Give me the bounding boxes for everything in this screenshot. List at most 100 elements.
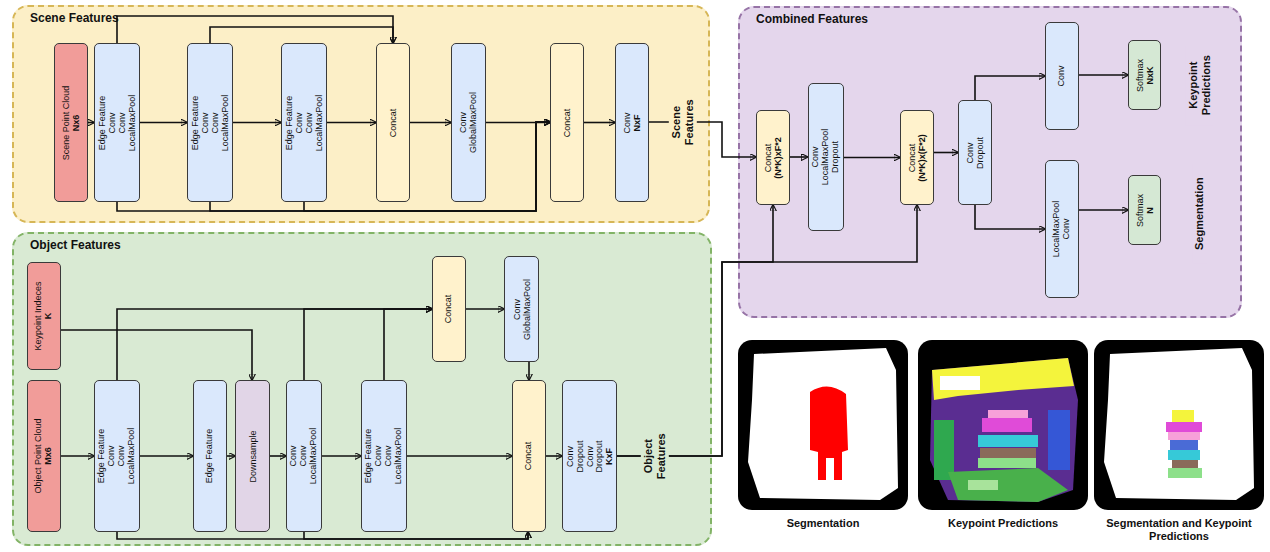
flow-arrow — [934, 152, 958, 154]
flow-arrow — [61, 455, 94, 457]
layer-label: Conv — [117, 446, 127, 467]
flow-arrow — [1079, 209, 1128, 211]
flow-arrow — [327, 122, 376, 124]
layer-label: Conv — [585, 446, 595, 467]
flow-arrow — [117, 532, 528, 539]
keypoint-region — [982, 418, 1032, 432]
layer-box: Edge FeatureConvConvLocalMaxPool — [94, 380, 140, 532]
layer-label: Dropout — [594, 440, 604, 472]
flow-arrow — [410, 122, 451, 124]
layer-box: Edge Feature — [193, 380, 227, 532]
layer-label: Nx6 — [71, 114, 81, 131]
layer-label: GlobalMaxPool — [469, 92, 479, 153]
rotated-text: ConvNxF — [616, 44, 648, 201]
rotated-text: Concat — [513, 381, 545, 531]
flow-arrow — [88, 122, 94, 124]
layer-label: Softmax — [1135, 59, 1145, 92]
layer-box: LocalMaxPoolConv — [1045, 160, 1079, 298]
keypoint-region — [968, 480, 998, 490]
flow-arrow — [304, 122, 550, 211]
layer-box: Conv — [1045, 22, 1079, 130]
output-label: Object Features — [641, 424, 669, 488]
keypoint-region — [980, 448, 1036, 458]
layer-label: (N*K)x(F*2) — [917, 134, 927, 182]
flow-arrow — [140, 122, 187, 124]
layer-label: Conv — [565, 446, 575, 467]
flow-arrow — [140, 455, 193, 457]
layer-label: Edge Feature — [97, 95, 107, 150]
layer-label: Conv — [622, 112, 632, 133]
flow-arrow — [210, 122, 550, 211]
layer-label: Dropout — [975, 136, 985, 168]
layer-box: Concat — [432, 256, 466, 362]
flow-arrow — [975, 76, 1045, 100]
rotated-text: Concat — [433, 257, 465, 361]
rotated-text: Concat(N*K)xF*2 — [757, 111, 789, 204]
keypoint-region — [934, 420, 954, 480]
flow-arrow — [210, 27, 393, 43]
layer-label: LocalMaxPool — [127, 428, 137, 485]
layer-label: Concat — [444, 295, 454, 324]
layer-label: Concat — [763, 143, 773, 172]
rotated-text: Edge FeatureConvConvLocalMaxPool — [188, 44, 232, 201]
feature-group: Combined FeaturesConcat(N*K)xF*2ConvLoca… — [738, 6, 1242, 318]
output-label: Keypoint Predictions — [1186, 45, 1214, 125]
layer-label: Conv — [200, 112, 210, 133]
flow-arrow — [528, 362, 530, 380]
layer-label: LocalMaxPool — [220, 94, 230, 151]
group-title: Combined Features — [756, 12, 868, 26]
flow-arrow — [227, 455, 235, 457]
layer-box: Edge FeatureConvConvLocalMaxPool — [94, 43, 140, 202]
keypoint-region — [1172, 410, 1194, 422]
keypoint-region — [978, 458, 1036, 468]
layer-box: SoftmaxNxK — [1128, 40, 1161, 110]
rotated-text: SoftmaxN — [1129, 176, 1160, 244]
layer-label: Conv — [384, 446, 394, 467]
scene-cloud — [748, 348, 898, 500]
rotated-text: Edge FeatureConvConvLocalMaxPool — [362, 381, 406, 531]
layer-box: ConvGlobalMaxPool — [504, 256, 539, 362]
layer-box: Concat — [376, 43, 410, 202]
keypoint-region — [1168, 468, 1202, 478]
rotated-text: Edge Feature — [194, 381, 226, 531]
keypoint-cloud — [930, 358, 1078, 502]
rotated-text: Edge FeatureConvConvLocalMaxPool — [282, 44, 326, 201]
rotated-text: ConvGlobalMaxPool — [452, 44, 485, 201]
flow-arrow — [844, 157, 901, 159]
layer-label: Concat — [907, 143, 917, 172]
layer-box: ConvLocalMaxPoolDropout — [808, 83, 844, 231]
rotated-text: ConvDropoutConvDropoutKxF — [563, 381, 616, 531]
layer-box: ConvGlobalMaxPool — [451, 43, 486, 202]
layer-label: Dropout — [575, 440, 585, 472]
layer-label: Concat — [562, 108, 572, 137]
layer-label: Scene Point Cloud — [61, 85, 71, 160]
flow-arrow — [617, 205, 917, 456]
layer-box: Edge FeatureConvConvLocalMaxPool — [281, 43, 327, 202]
layer-box: SoftmaxN — [1128, 175, 1161, 245]
keypoint-region — [940, 376, 980, 390]
layer-box: ConvNxF — [615, 43, 649, 202]
layer-box: Downsample — [235, 380, 270, 532]
layer-box: Concat — [550, 43, 584, 202]
image-caption: Segmentation and Keypoint Predictions — [1099, 516, 1259, 544]
flow-arrow — [270, 455, 286, 457]
combined-image — [1094, 340, 1264, 510]
layer-label: Concat — [524, 442, 534, 471]
rotated-text: Scene Point CloudNx6 — [55, 44, 87, 201]
rotated-text: Edge FeatureConvConvLocalMaxPool — [95, 381, 139, 531]
layer-label: Conv — [1062, 219, 1072, 240]
rotated-text: Concat — [377, 44, 409, 201]
layer-label: NxK — [1145, 66, 1155, 84]
image-caption: Keypoint Predictions — [943, 516, 1063, 531]
rotated-text: Keypoint IndecesK — [28, 263, 60, 369]
flow-arrow — [649, 122, 756, 157]
layer-label: KxF — [604, 448, 614, 465]
layer-label: Conv — [811, 147, 821, 168]
layer-box: ConvConvLocalMaxPool — [286, 380, 322, 532]
layer-label: LocalMaxPool — [309, 428, 319, 485]
layer-box: Concat(N*K)xF*2 — [756, 110, 790, 205]
keypoint-region — [932, 358, 1074, 400]
layer-label: LocalMaxPool — [394, 428, 404, 485]
layer-label: Conv — [1057, 66, 1067, 87]
